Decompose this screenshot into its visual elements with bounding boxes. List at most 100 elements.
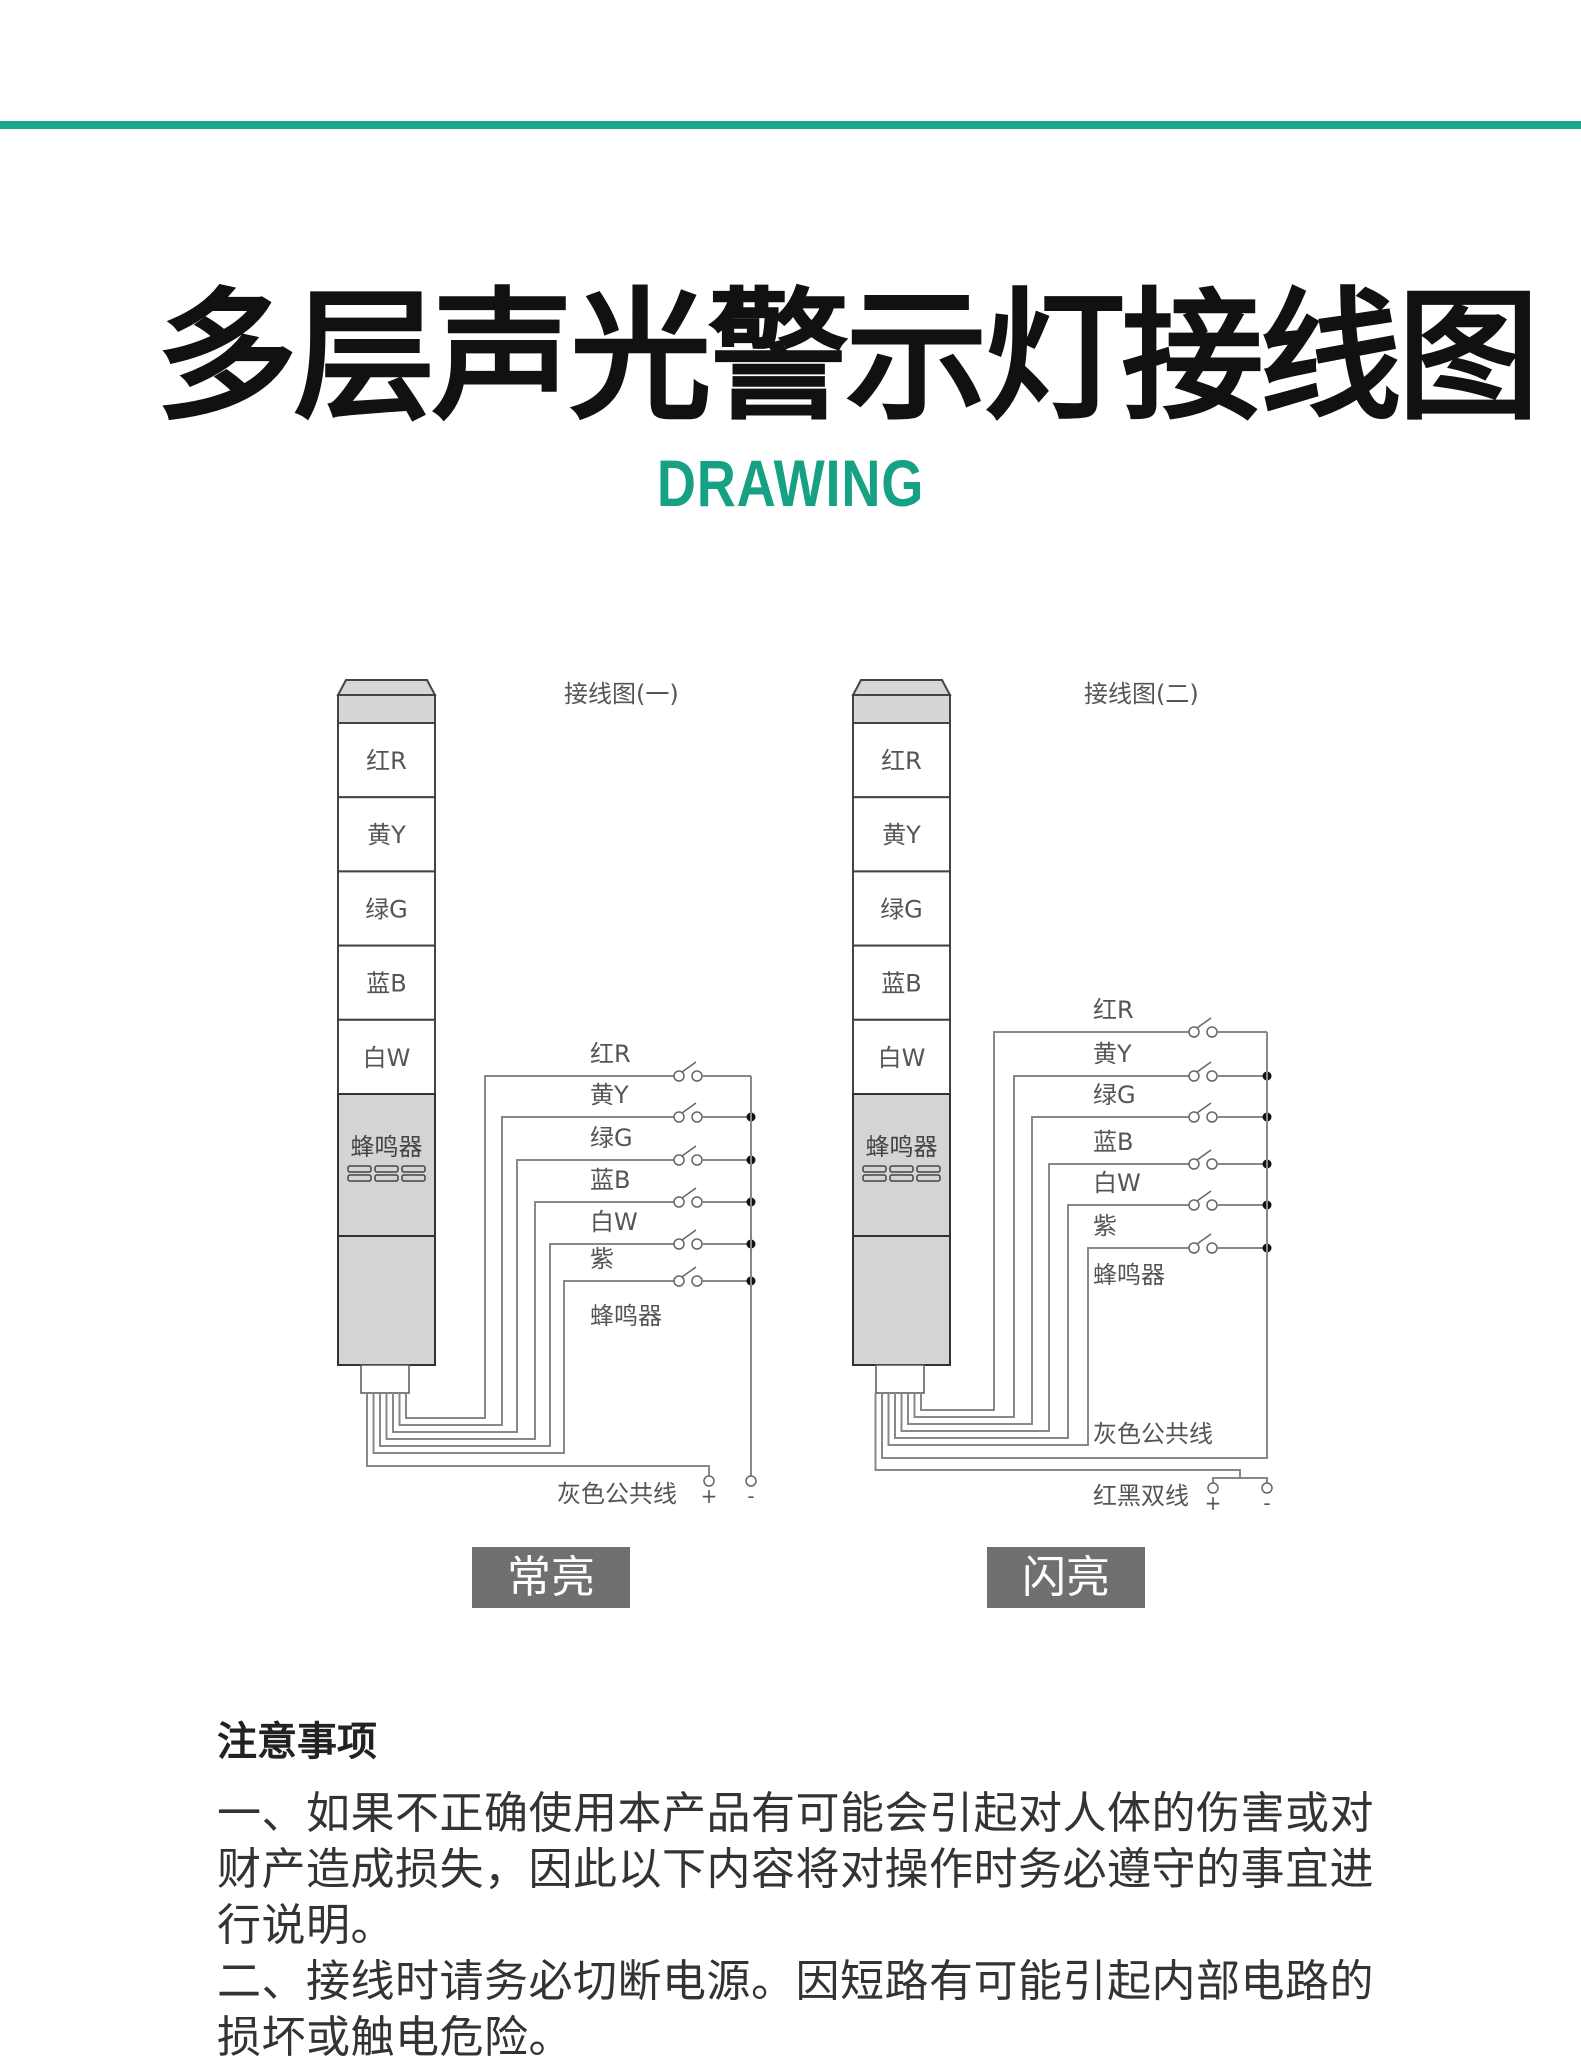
mode-badge-steady: 常亮	[472, 1547, 630, 1608]
tower-segment-label: 蓝B	[881, 970, 921, 998]
tower-cap	[851, 679, 952, 696]
power-wire	[874, 1393, 1241, 1478]
signal-wire	[907, 1116, 1189, 1425]
switch-icon	[691, 1238, 703, 1250]
accent-rule	[0, 121, 1581, 129]
signal-wire	[392, 1159, 674, 1433]
buzzer-grille-icon	[401, 1165, 426, 1173]
tower-segment	[337, 944, 436, 1021]
switch-lever	[1196, 1061, 1212, 1073]
buzzer-grille-icon	[347, 1165, 372, 1173]
buzzer-label: 蜂鸣器	[866, 1133, 938, 1161]
wire-label: 红R	[1093, 996, 1134, 1024]
tower-segment-label: 绿G	[880, 895, 923, 923]
tower-segment-label: 黄Y	[367, 821, 406, 849]
switch-icon	[691, 1070, 703, 1082]
wire-label: 紫	[1093, 1212, 1117, 1240]
note-paragraph: 二、接线时请务必切断电源。因短路有可能引起内部电路的损坏或触电危险。	[217, 1956, 1374, 2063]
switch-lever	[1196, 1102, 1212, 1114]
wire-label: 蓝B	[1093, 1128, 1133, 1156]
diagram-caption: 接线图(二)	[1084, 680, 1199, 708]
switch-icon	[673, 1154, 685, 1166]
signal-wire	[379, 1243, 674, 1447]
terminal-sign: -	[747, 1484, 754, 1508]
switch-icon	[691, 1275, 703, 1287]
wire-label: 蜂鸣器	[1093, 1261, 1165, 1289]
common-wire-label: 灰色公共线	[1093, 1420, 1213, 1448]
signal-wire	[398, 1116, 674, 1426]
signal-wire	[900, 1163, 1189, 1432]
switch-icon	[1188, 1242, 1200, 1254]
switch-icon	[673, 1111, 685, 1123]
signal-wire	[405, 1075, 674, 1419]
tower-segment	[852, 944, 951, 1021]
switch-icon	[1206, 1026, 1218, 1038]
switch-icon	[1188, 1070, 1200, 1082]
buzzer-grille-icon	[401, 1174, 426, 1182]
tower-segment	[337, 1018, 436, 1095]
switch-icon	[691, 1154, 703, 1166]
tower-segment	[852, 1018, 951, 1095]
wire-label: 白W	[590, 1208, 638, 1236]
switch-lever	[681, 1266, 697, 1278]
buzzer-grille-icon	[889, 1165, 914, 1173]
cable-connector	[875, 1364, 925, 1394]
wiring-diagrams: 红R黄Y绿G蓝B白W蜂鸣器接线图(一)红R黄Y绿G蓝B白W紫蜂鸣器+-灰色公共线…	[336, 679, 1273, 1515]
page-subtitle: DRAWING	[656, 446, 925, 520]
tower-cap-band	[337, 694, 436, 724]
terminal-sign: -	[1263, 1491, 1270, 1515]
switch-lever	[1196, 1190, 1212, 1202]
wire-label: 红R	[590, 1040, 631, 1068]
signal-wire	[894, 1204, 1189, 1439]
switch-lever	[681, 1061, 697, 1073]
switch-icon	[1206, 1158, 1218, 1170]
tower-segment	[337, 796, 436, 873]
switch-icon	[1188, 1158, 1200, 1170]
tower-segment-label: 绿G	[365, 895, 408, 923]
switch-icon	[691, 1196, 703, 1208]
switch-lever	[1196, 1233, 1212, 1245]
tower-base	[852, 1235, 951, 1366]
wire-label: 绿G	[590, 1124, 633, 1152]
tower-segment-label: 白W	[363, 1044, 411, 1072]
notes-section: 注意事项 一、如果不正确使用本产品有可能会引起对人体的伤害或对财产造成损失，因此…	[217, 1712, 1397, 2066]
switch-icon	[1188, 1199, 1200, 1211]
switch-lever	[681, 1229, 697, 1241]
tower-segment-label: 白W	[878, 1044, 926, 1072]
switch-icon	[673, 1196, 685, 1208]
wire-label: 黄Y	[590, 1081, 629, 1109]
tower-segment-label: 黄Y	[882, 821, 921, 849]
wire-label: 蜂鸣器	[590, 1302, 662, 1330]
common-wire	[881, 1032, 1268, 1459]
power-wire-label: 红黑双线	[1093, 1482, 1189, 1510]
switch-icon	[673, 1070, 685, 1082]
wire-label: 黄Y	[1093, 1040, 1132, 1068]
note-paragraph: 一、如果不正确使用本产品有可能会引起对人体的伤害或对财产造成损失，因此以下内容将…	[217, 1788, 1374, 1951]
tower-cap-band	[852, 694, 951, 724]
common-wire	[366, 1393, 710, 1476]
terminal-icon	[1207, 1482, 1219, 1494]
terminal-icon	[703, 1475, 715, 1487]
terminal-sign: +	[1205, 1491, 1222, 1515]
buzzer-grille-icon	[347, 1174, 372, 1182]
switch-icon	[673, 1275, 685, 1287]
cable-connector	[360, 1364, 410, 1394]
switch-lever	[681, 1102, 697, 1114]
buzzer-grille-icon	[889, 1174, 914, 1182]
signal-wire	[887, 1247, 1189, 1446]
terminal-icon	[1261, 1482, 1273, 1494]
buzzer-label: 蜂鸣器	[351, 1133, 423, 1161]
tower-segment-label: 红R	[881, 747, 922, 775]
tower-segment	[337, 722, 436, 799]
wire-label: 白W	[1093, 1169, 1141, 1197]
tower-segment-label: 红R	[366, 747, 407, 775]
buzzer-grille-icon	[374, 1174, 399, 1182]
switch-icon	[1188, 1111, 1200, 1123]
wire-label: 绿G	[1093, 1081, 1136, 1109]
signal-wire	[385, 1201, 674, 1440]
tower-segment	[337, 870, 436, 947]
signal-wire	[372, 1280, 674, 1454]
terminal-icon	[745, 1475, 757, 1487]
tower-segment-label: 蓝B	[366, 970, 406, 998]
signal-wire	[913, 1075, 1189, 1418]
